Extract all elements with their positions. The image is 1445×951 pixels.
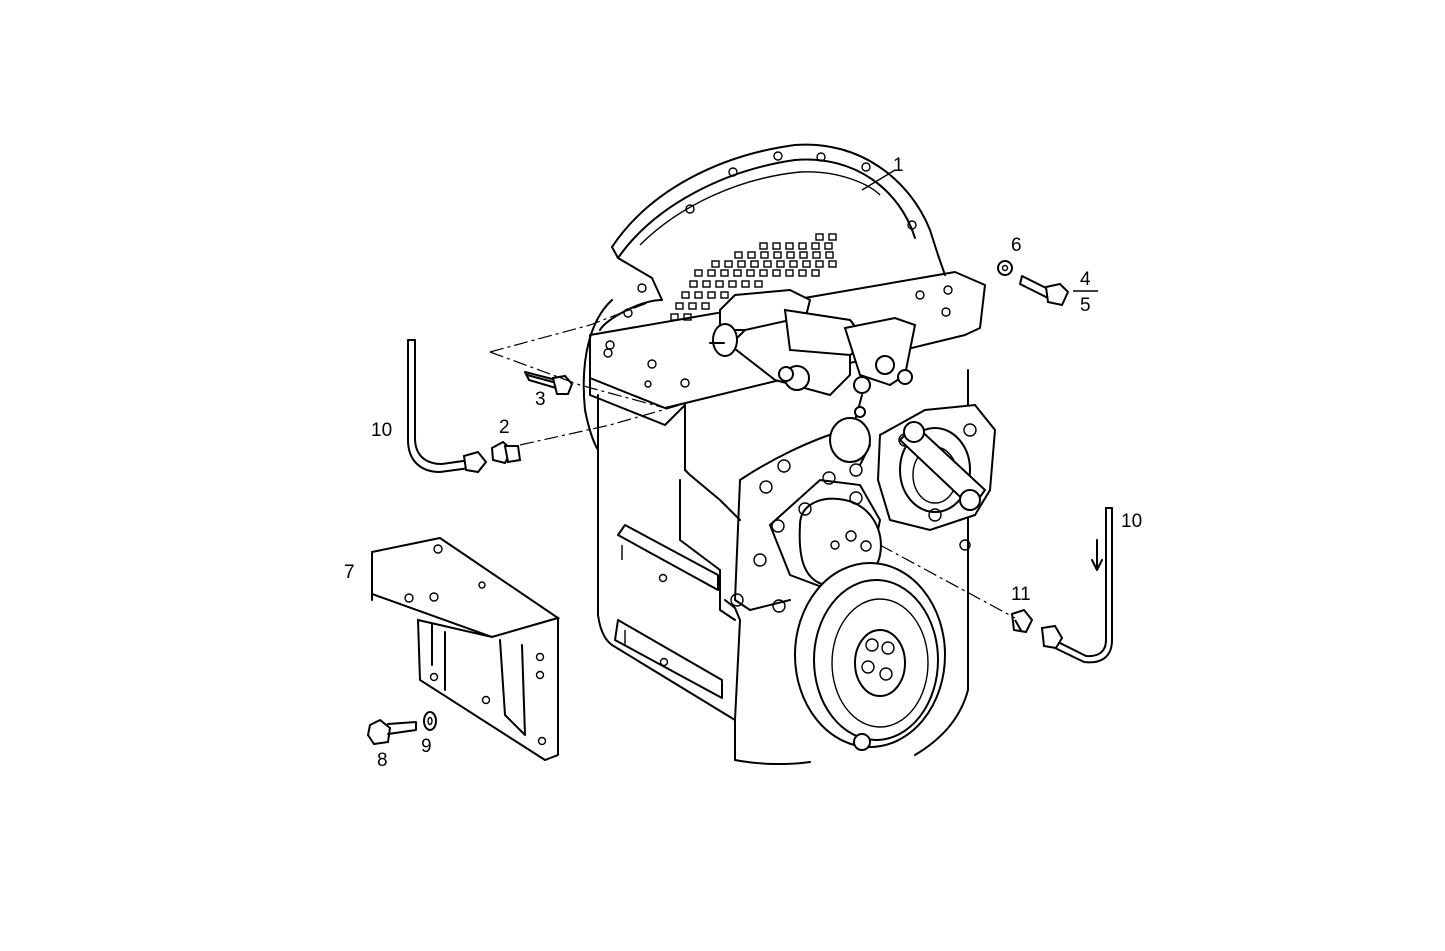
callout-10-right: 10 <box>1121 511 1142 532</box>
vent-slot <box>815 260 824 268</box>
vent-slot <box>798 242 807 250</box>
callout-11: 11 <box>1011 584 1031 605</box>
vent-slot <box>798 269 807 277</box>
vent-slot <box>728 280 737 288</box>
vent-slot <box>825 251 834 259</box>
vent-slot <box>715 280 724 288</box>
assembly-lines <box>489 290 1098 619</box>
selector-mechanism <box>709 288 917 421</box>
callout-9: 9 <box>421 736 432 757</box>
vent-slot <box>789 260 798 268</box>
vent-slot <box>802 260 811 268</box>
vent-slot <box>754 280 763 288</box>
vent-slot <box>785 242 794 250</box>
vent-slot <box>733 269 742 277</box>
vent-slot <box>675 302 684 310</box>
vent-slot <box>689 280 698 288</box>
callout-4: 4 <box>1080 269 1091 290</box>
vent-slot <box>828 260 837 268</box>
vent-slot <box>776 260 785 268</box>
vent-slot <box>773 251 782 259</box>
callout-8: 8 <box>377 750 388 771</box>
leader-lines <box>861 169 896 191</box>
vent-slot <box>786 251 795 259</box>
vent-slot <box>702 280 711 288</box>
callout-3: 3 <box>535 389 546 410</box>
vent-slot <box>694 269 703 277</box>
callout-7: 7 <box>344 562 355 583</box>
vent-slot <box>799 251 808 259</box>
vent-slot <box>772 242 781 250</box>
vent-slot <box>759 242 768 250</box>
vent-slot <box>737 260 746 268</box>
vent-slot <box>701 302 710 310</box>
vent-slot <box>741 280 750 288</box>
vent-slot <box>811 242 820 250</box>
washer-6 <box>997 260 1013 276</box>
vent-slot <box>746 269 755 277</box>
vent-slot <box>763 260 772 268</box>
vent-slot <box>688 302 697 310</box>
pipe-10-right <box>1040 507 1113 664</box>
pipe-10-left <box>407 339 488 474</box>
vent-slot <box>812 251 821 259</box>
drive-pulley <box>794 562 946 751</box>
fitting-11 <box>1010 608 1034 634</box>
bolt-4 <box>1019 275 1070 307</box>
vent-slot <box>707 269 716 277</box>
callout-1: 1 <box>893 155 904 176</box>
vent-slot <box>694 291 703 299</box>
vent-slot <box>720 291 729 299</box>
vent-slot <box>750 260 759 268</box>
bolt-8 <box>366 718 417 746</box>
vent-slot <box>785 269 794 277</box>
mounting-bracket <box>371 536 561 762</box>
vent-slot <box>815 233 824 241</box>
callout-2: 2 <box>499 417 510 438</box>
vent-slot <box>824 242 833 250</box>
callout-10-left: 10 <box>371 420 392 441</box>
callout-6: 6 <box>1011 235 1022 256</box>
vent-slot <box>720 269 729 277</box>
vent-slot <box>734 251 743 259</box>
vent-slot <box>759 269 768 277</box>
top-mounting-plate <box>589 271 986 426</box>
output-flange <box>829 403 997 551</box>
vent-slot <box>707 291 716 299</box>
gearbox-body <box>597 369 969 766</box>
union-fitting-2 <box>490 440 522 465</box>
vent-slot <box>760 251 769 259</box>
vent-slot <box>724 260 733 268</box>
vent-slot <box>828 233 837 241</box>
pump-unit <box>768 471 882 592</box>
vent-slot <box>811 269 820 277</box>
vent-grille <box>670 233 837 321</box>
vent-slot <box>711 260 720 268</box>
callout-5: 5 <box>1080 295 1091 316</box>
bolt-3 <box>524 371 574 395</box>
washer-9 <box>423 711 437 731</box>
vent-slot <box>681 291 690 299</box>
vent-slot <box>747 251 756 259</box>
vent-slot <box>772 269 781 277</box>
bell-housing <box>582 143 946 451</box>
